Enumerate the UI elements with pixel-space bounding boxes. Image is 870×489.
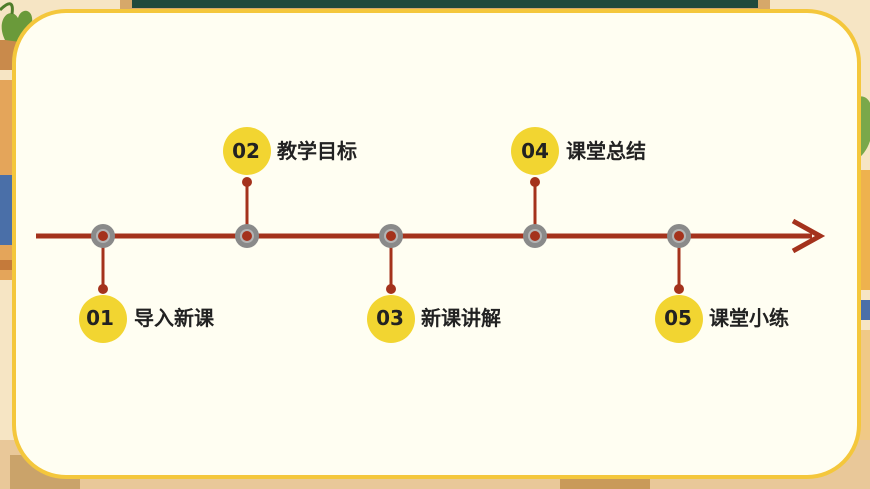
- number-badge: [223, 127, 271, 175]
- item-number: 02: [232, 139, 260, 163]
- connector-dot: [98, 284, 108, 294]
- connector-dot: [530, 177, 540, 187]
- item-label: 教学目标: [277, 139, 357, 163]
- item-number: 04: [521, 139, 549, 163]
- number-badge: [655, 295, 703, 343]
- item-number: 01: [86, 306, 114, 330]
- connector-dot: [674, 284, 684, 294]
- number-badge: [511, 127, 559, 175]
- item-label: 导入新课: [134, 306, 214, 330]
- number-badge: [367, 295, 415, 343]
- number-badge: [79, 295, 127, 343]
- timeline-item-05: 05 课堂小练: [655, 296, 835, 340]
- timeline-item-03: 03 新课讲解: [367, 296, 547, 340]
- timeline-node-dot: [386, 231, 396, 241]
- connector-dot: [386, 284, 396, 294]
- item-label: 课堂小练: [709, 306, 789, 330]
- timeline-node-dot: [98, 231, 108, 241]
- item-label: 新课讲解: [421, 306, 501, 330]
- item-number: 05: [664, 306, 692, 330]
- timeline-item-01: 01 导入新课: [78, 296, 258, 340]
- timeline-node-dot: [674, 231, 684, 241]
- timeline-item-04: 04 课堂总结: [512, 129, 692, 173]
- item-number: 03: [376, 306, 404, 330]
- timeline-item-02: 02 教学目标: [223, 129, 403, 173]
- timeline-node-dot: [530, 231, 540, 241]
- connector-dot: [242, 177, 252, 187]
- timeline-node-dot: [242, 231, 252, 241]
- content-panel: [12, 9, 861, 479]
- chalkboard: [132, 0, 758, 8]
- timeline-arrowhead: [791, 218, 826, 254]
- item-label: 课堂总结: [566, 139, 646, 163]
